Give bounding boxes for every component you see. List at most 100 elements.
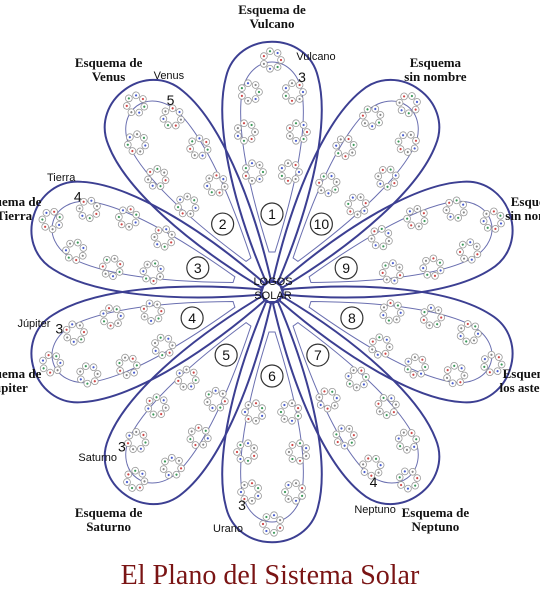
globe-dot [500,363,503,366]
globe-dot [364,202,367,205]
globe-dot [422,212,425,215]
globe-chain [278,159,303,185]
globe-dot [258,163,261,167]
globe-dot [284,94,287,97]
globe-dot [104,272,107,275]
globe-chain [140,299,166,325]
globe-dot [356,213,359,216]
globe-dot [331,390,334,393]
globe-dot [429,306,433,309]
globe-dot [426,273,429,276]
globe-dot [170,241,173,244]
globe-dot [415,100,419,104]
globe-dot [305,447,308,450]
globe-chain [38,207,64,234]
globe-dot [494,227,497,230]
globe-dot [405,448,409,451]
globe-dot [59,361,62,364]
planet-chain-number: 3 [298,69,306,85]
globe-dot [272,514,276,517]
globe-dot [291,457,294,461]
globe-chain [186,423,212,449]
globe-dot [193,154,196,157]
globe-dot [42,367,45,370]
globe-dot [499,222,503,225]
globe-chain [62,320,88,346]
globe-dot [422,318,425,321]
globe-dot [406,487,410,490]
globe-dot [125,480,129,484]
globe-dot [118,361,121,365]
globe-chain [456,238,482,264]
globe-dot [279,410,283,414]
globe-dot [446,369,449,372]
globe-dot [171,107,174,110]
globe-dot [191,140,194,143]
globe-dot [107,307,111,310]
globe-dot [78,324,82,327]
globe-dot [192,371,195,374]
globe-chain [359,454,385,480]
globe-dot [128,136,131,139]
globe-dot [111,275,115,278]
globe-dot [423,219,426,223]
globe-dot [130,111,133,114]
globe-dot [322,175,325,178]
globe-dot [393,279,396,282]
globe-dot [297,170,301,174]
globe-dot [279,58,283,62]
scheme-label: Esquema delos asteroides [499,366,540,395]
globe-dot [400,109,403,112]
globe-dot [387,319,391,322]
globe-dot [185,368,188,371]
globe-chain [368,333,394,359]
globe-dot [323,390,326,393]
globe-dot [240,87,243,90]
globe-dot [51,228,54,231]
globe-dot [483,357,486,361]
globe-dot [170,456,173,459]
globe-dot [398,101,401,104]
globe-dot [127,97,130,100]
globe-dot [47,354,50,357]
globe-dot [250,482,254,485]
globe-dot [250,137,253,141]
globe-dot [394,403,398,406]
globe-dot [457,216,460,219]
globe-dot [290,402,294,405]
globe-dot [250,499,254,502]
globe-dot [95,212,98,215]
globe-dot [326,407,329,410]
planet-label: Neptuno [354,504,396,516]
globe-dot [135,364,138,367]
globe-dot [143,315,146,318]
globe-dot [189,212,192,215]
globe-chain [139,259,165,285]
globe-dot [476,332,480,335]
globe-dot [93,380,96,383]
globe-dot [335,396,338,400]
globe-dot [291,443,294,447]
planet-label: Urano [213,523,243,535]
globe-dot [142,433,145,437]
globe-dot [462,203,465,206]
globe-chain [123,130,150,156]
globe-dot [359,196,362,199]
planet-label-text: Saturno [78,452,117,464]
globe-dot [102,312,105,315]
globe-chain [286,119,311,145]
globe-chain [344,193,370,219]
petal-inner-path [51,200,236,283]
scheme-label-line: Esquema de [75,55,143,70]
globe-dot [118,270,121,274]
globe-dot [116,322,120,325]
globe-chain [124,428,150,453]
globe-dot [385,414,388,417]
globe-dot [483,365,486,368]
globe-dot [58,223,61,227]
globe-chain [395,467,422,493]
globe-dot [298,97,301,101]
